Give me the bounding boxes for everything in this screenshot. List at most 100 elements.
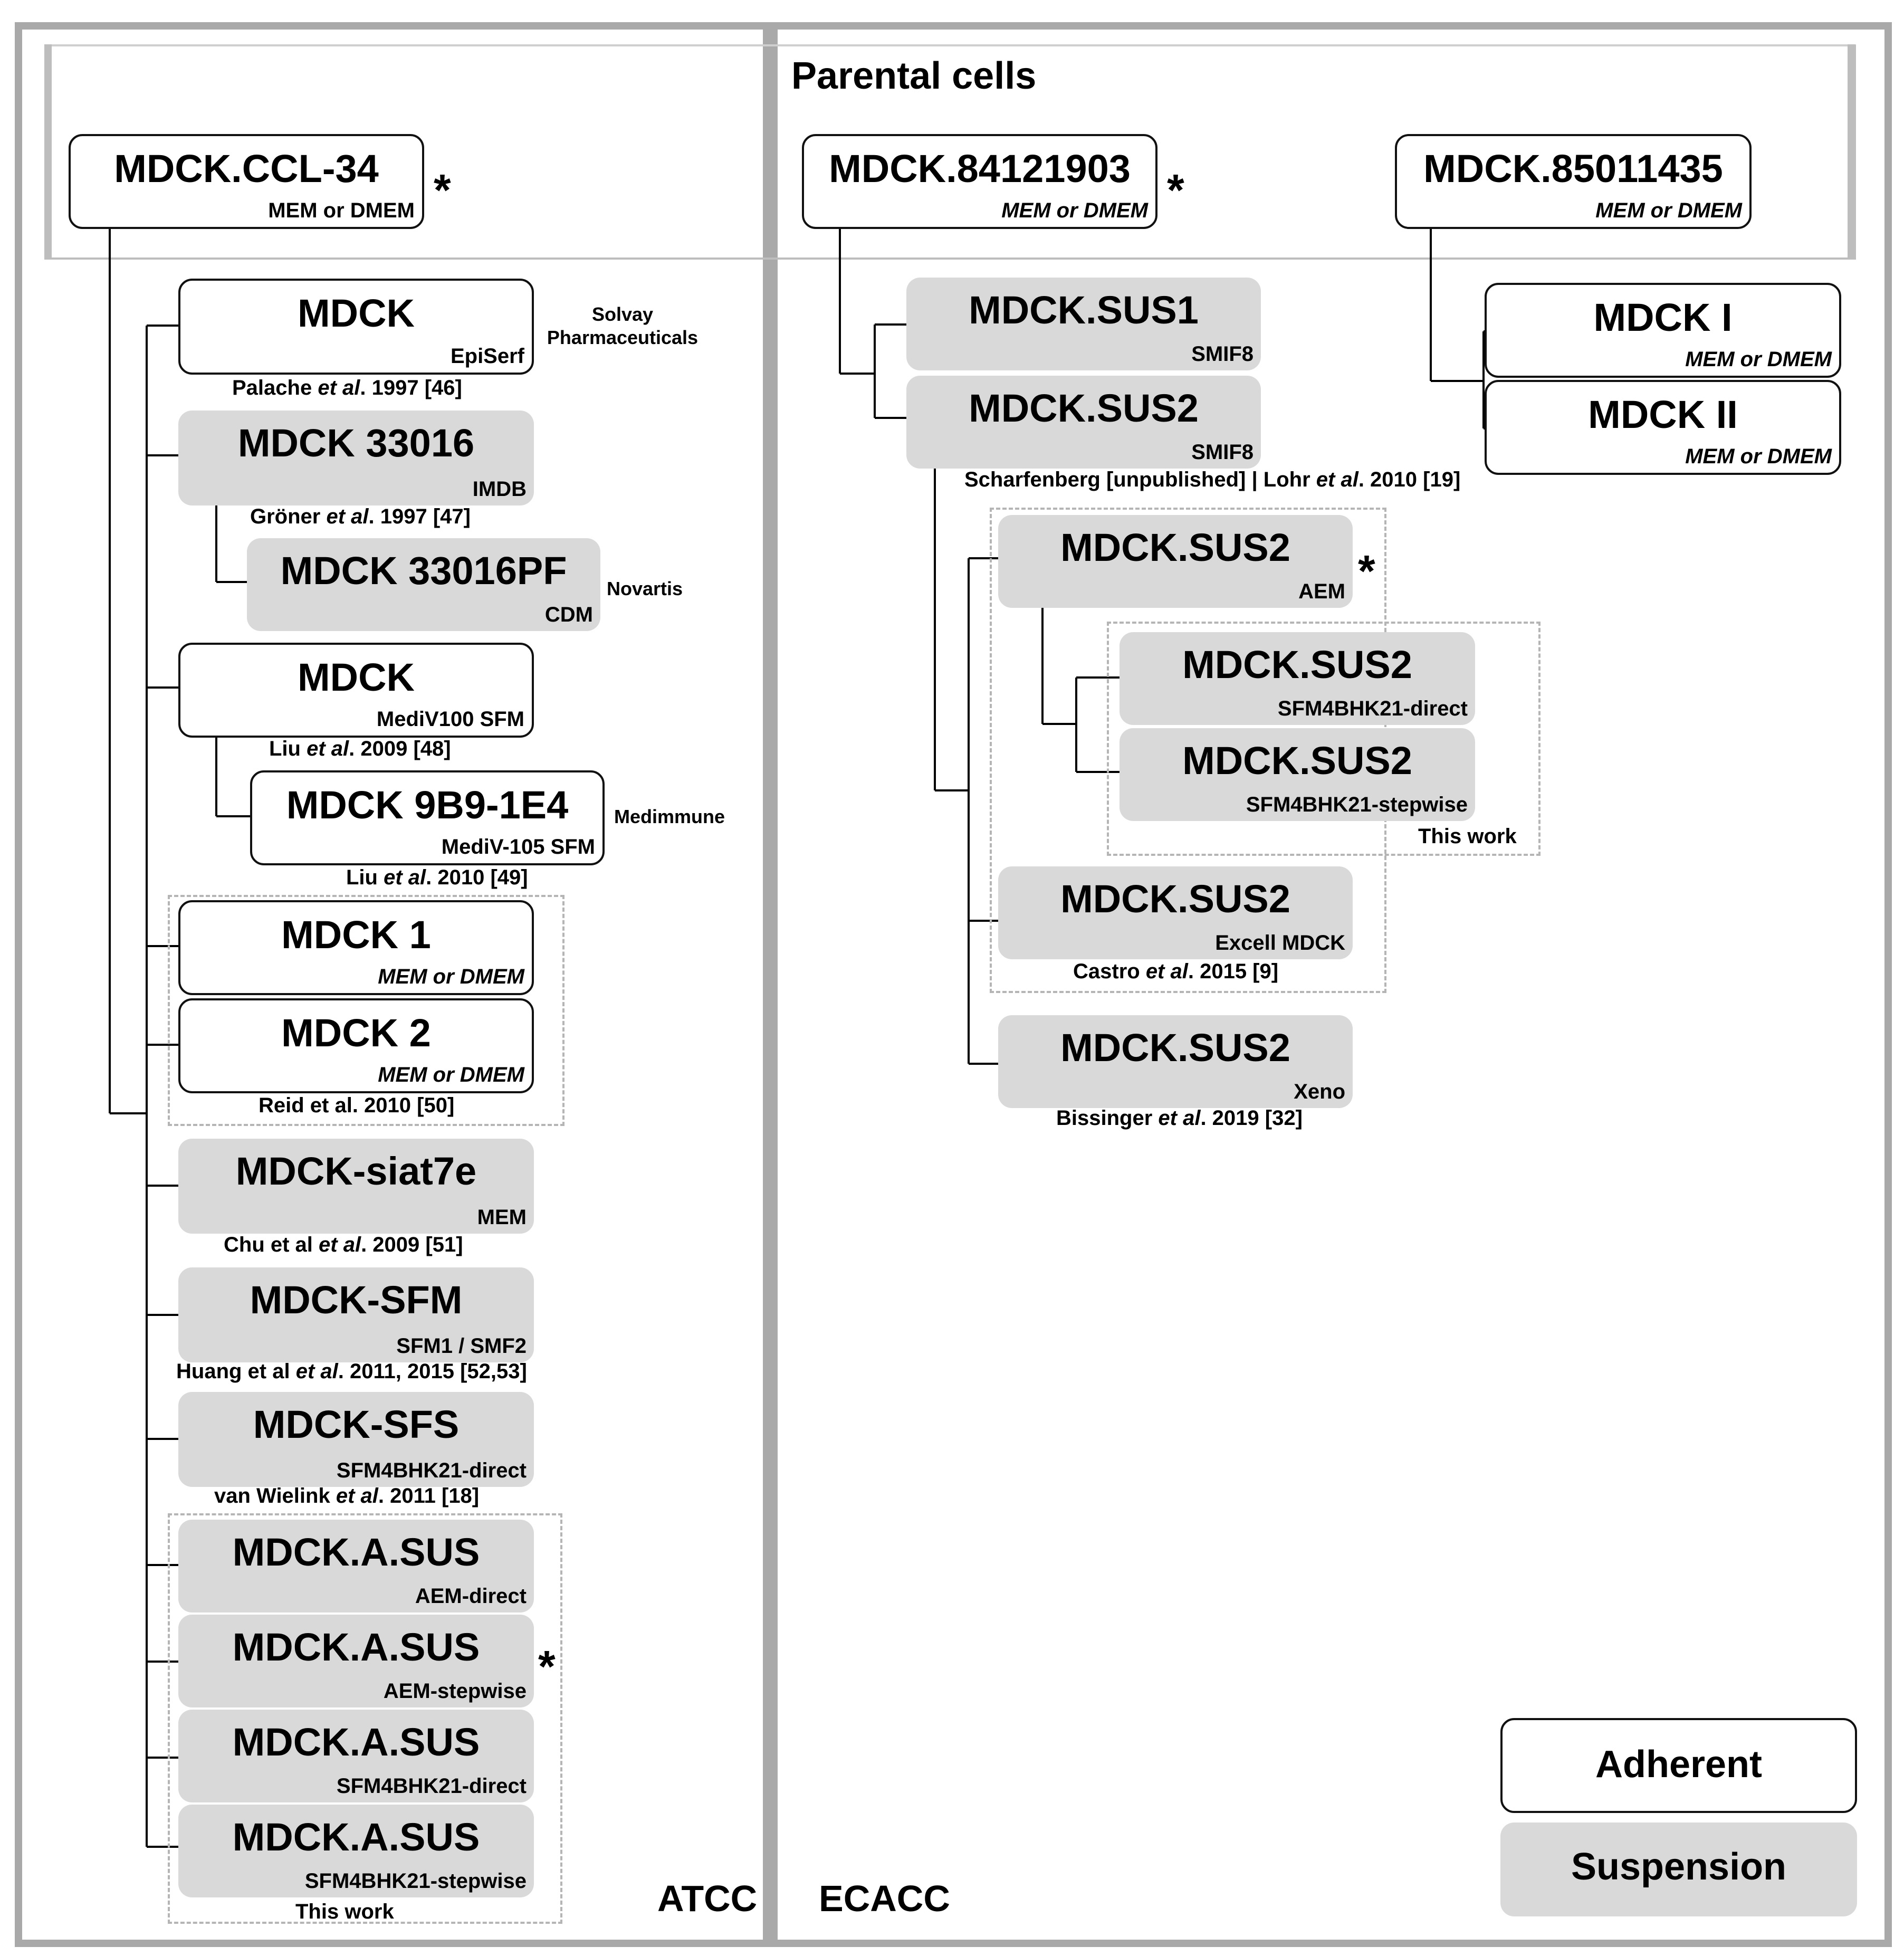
company-label: Medimmune [614,806,725,827]
group-sus2-sfm4bhk21 [1107,622,1541,856]
node-medium: Excell MDCK [1215,931,1345,955]
node-mdck-ccl-34[interactable]: MDCK.CCL-34 MEM or DMEM [69,134,424,229]
node-mdck-a-sus-sfm-stepwise[interactable]: MDCK.A.SUS SFM4BHK21-stepwise [178,1805,534,1897]
group-mdck-a-sus [168,1513,562,1924]
node-mdck-84121903[interactable]: MDCK.84121903 MEM or DMEM [802,134,1157,229]
parental-band-left-edge [44,44,52,260]
node-name: MDCK 2 [281,1011,431,1055]
node-mdck-a-sus-aem-direct[interactable]: MDCK.A.SUS AEM-direct [178,1520,534,1612]
node-medium: MediV100 SFM [376,708,524,731]
node-name: MDCK.84121903 [829,147,1131,190]
node-medium: CDM [544,603,593,626]
node-name: MDCK 1 [281,913,431,957]
node-mdck-sus2-sfm-stepwise[interactable]: MDCK.SUS2 SFM4BHK21-stepwise [1120,728,1475,821]
reference-label: Liu et al. 2010 [49] [346,866,528,889]
node-name: MDCK.SUS1 [969,288,1199,332]
node-name: MDCK-SFS [253,1402,460,1446]
node-mdck-33016pf[interactable]: MDCK 33016PF CDM [247,538,600,631]
node-medium: SFM4BHK21-stepwise [1246,793,1468,816]
node-mdck-sus2-sfm-direct[interactable]: MDCK.SUS2 SFM4BHK21-direct [1120,632,1475,725]
reference-star-icon: * [434,165,451,215]
node-mdck-sus2-aem[interactable]: MDCK.SUS2 AEM [998,515,1353,608]
node-medium: MEM [477,1206,527,1229]
node-mdck-sus2-xeno[interactable]: MDCK.SUS2 Xeno [998,1015,1353,1108]
node-name: MDCK 33016 [237,421,475,465]
node-mdck-a-sus-aem-stepwise[interactable]: MDCK.A.SUS AEM-stepwise [178,1615,534,1707]
node-medium: SMIF8 [1191,342,1254,366]
reference-label: van Wielink et al. 2011 [18] [214,1484,480,1507]
node-medium: MEM or DMEM [1685,445,1832,468]
node-mdck-9b9-1e4[interactable]: MDCK 9B9-1E4 MediV-105 SFM [250,770,605,865]
node-medium: SFM4BHK21-direct [336,1774,527,1798]
parental-cells-title: Parental cells [791,55,1037,97]
node-name: MDCK 9B9-1E4 [286,783,569,827]
node-mdck-sfs[interactable]: MDCK-SFS SFM4BHK21-direct [178,1392,534,1487]
legend-suspension: Suspension [1500,1823,1857,1916]
parental-band-right-edge [1848,44,1855,260]
node-name: MDCK.SUS2 [1182,739,1412,783]
node-name: MDCK.A.SUS [232,1815,480,1859]
node-name: MDCK.SUS2 [1182,643,1412,686]
node-medium: SFM1 / SMF2 [396,1334,527,1358]
node-mdck-sfm[interactable]: MDCK-SFM SFM1 / SMF2 [178,1267,534,1362]
node-mdck-a-sus-sfm-direct[interactable]: MDCK.A.SUS SFM4BHK21-direct [178,1710,534,1802]
reference-label: This work [295,1900,394,1923]
company-label: Novartis [607,578,683,599]
node-medium: SFM4BHK21-stepwise [304,1869,527,1893]
region-label-ecacc: ECACC [819,1878,950,1919]
node-name: MDCK II [1588,393,1738,436]
node-name: MDCK.SUS2 [1060,526,1290,569]
node-medium: AEM-direct [415,1585,527,1608]
outer-frame [15,22,1892,1947]
reference-label: Liu et al. 2009 [48] [269,737,451,760]
region-label-atcc: ATCC [657,1878,758,1919]
node-medium: EpiSerf [450,345,524,368]
column-divider [763,22,778,1947]
node-name: MDCK I [1593,295,1733,339]
reference-label: Scharfenberg [unpublished] | Lohr et al.… [964,468,1461,491]
reference-label: Palache et al. 1997 [46] [232,376,462,399]
reference-label: This work [1418,825,1517,848]
reference-label: Castro et al. 2015 [9] [1073,960,1279,983]
node-mdck-sus2[interactable]: MDCK.SUS2 SMIF8 [906,376,1261,469]
node-mdck-ii[interactable]: MDCK II MEM or DMEM [1485,380,1841,475]
node-mdck-i[interactable]: MDCK I MEM or DMEM [1485,283,1841,378]
node-name: MDCK [298,291,415,335]
node-name: MDCK-SFM [250,1278,463,1322]
node-name: MDCK.SUS2 [1060,1026,1290,1070]
node-mdck-85011435[interactable]: MDCK.85011435 MEM or DMEM [1395,134,1752,229]
reference-label: Chu et al et al. 2009 [51] [224,1233,463,1256]
node-name: MDCK.A.SUS [232,1625,480,1669]
node-medium: SFM4BHK21-direct [1277,697,1468,720]
reference-label: Gröner et al. 1997 [47] [250,505,471,528]
legend-adherent: Adherent [1500,1718,1857,1813]
node-mdck-sus1[interactable]: MDCK.SUS1 SMIF8 [906,278,1261,370]
node-mdck-2[interactable]: MDCK 2 MEM or DMEM [178,998,534,1093]
node-medium: MEM or DMEM [1685,348,1832,371]
node-name: MDCK [298,655,415,699]
node-mdck-episerf[interactable]: MDCK EpiSerf [178,279,534,375]
node-mdck-sus2-excell[interactable]: MDCK.SUS2 Excell MDCK [998,866,1353,959]
node-medium: MEM or DMEM [268,199,415,222]
node-name: MDCK-siat7e [235,1149,477,1193]
legend-label: Adherent [1595,1743,1763,1786]
node-mdck-33016[interactable]: MDCK 33016 IMDB [178,411,534,505]
node-medium: SFM4BHK21-direct [336,1459,527,1482]
node-mdck-mediv100[interactable]: MDCK MediV100 SFM [178,643,534,738]
node-name: MDCK.CCL-34 [114,147,379,190]
reference-star-icon: * [1167,165,1184,215]
node-name: MDCK.A.SUS [232,1530,480,1574]
node-mdck-siat7e[interactable]: MDCK-siat7e MEM [178,1139,534,1234]
node-name: MDCK 33016PF [280,549,567,593]
node-medium: IMDB [472,478,527,501]
group-mdck-1-2 [168,895,564,1126]
reference-label: Huang et al et al. 2011, 2015 [52,53] [176,1360,527,1383]
node-name: MDCK.A.SUS [232,1720,480,1764]
reference-label: Bissinger et al. 2019 [32] [1056,1106,1303,1130]
node-name: MDCK.85011435 [1423,147,1723,190]
node-name: MDCK.SUS2 [1060,877,1290,921]
node-mdck-1[interactable]: MDCK 1 MEM or DMEM [178,900,534,995]
node-medium: AEM-stepwise [383,1680,527,1703]
node-medium: SMIF8 [1191,441,1254,464]
